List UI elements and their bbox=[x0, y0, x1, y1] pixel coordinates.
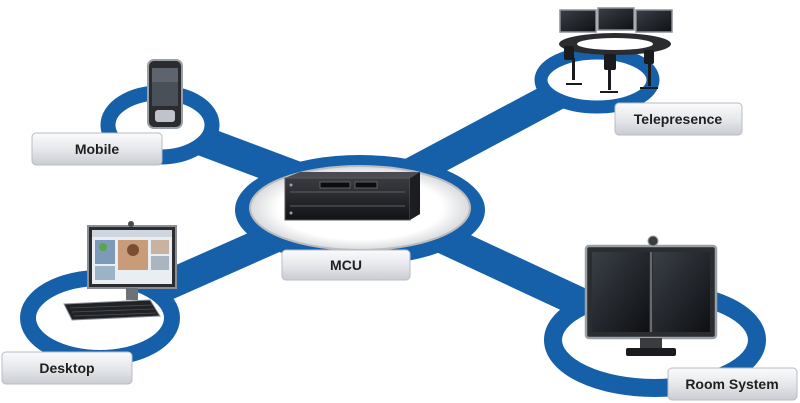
desktop-computer-icon bbox=[63, 221, 177, 321]
label-telepresence-box bbox=[614, 102, 743, 136]
label-telepresence: Telepresence bbox=[614, 102, 743, 136]
mobile-phone-icon bbox=[147, 59, 183, 129]
label-center-box bbox=[281, 249, 411, 281]
label-telepresence-text: Telepresence bbox=[634, 111, 723, 127]
label-center: MCU bbox=[281, 249, 411, 281]
room-system-display-icon bbox=[584, 235, 718, 356]
label-room-system-text: Room System bbox=[685, 376, 778, 392]
label-desktop: Desktop bbox=[1, 351, 133, 385]
ring-telepresence bbox=[534, 46, 660, 114]
label-mobile: Mobile bbox=[31, 132, 163, 166]
label-desktop-box bbox=[1, 351, 133, 385]
label-mobile-box bbox=[31, 132, 163, 166]
label-room-system: Room System bbox=[667, 367, 798, 401]
label-mobile-text: Mobile bbox=[75, 141, 120, 157]
mcu-server-icon bbox=[284, 172, 420, 221]
label-center-text: MCU bbox=[330, 257, 362, 273]
label-desktop-text: Desktop bbox=[39, 360, 94, 376]
telepresence-room-icon bbox=[559, 7, 673, 93]
label-room-system-box bbox=[667, 367, 798, 401]
